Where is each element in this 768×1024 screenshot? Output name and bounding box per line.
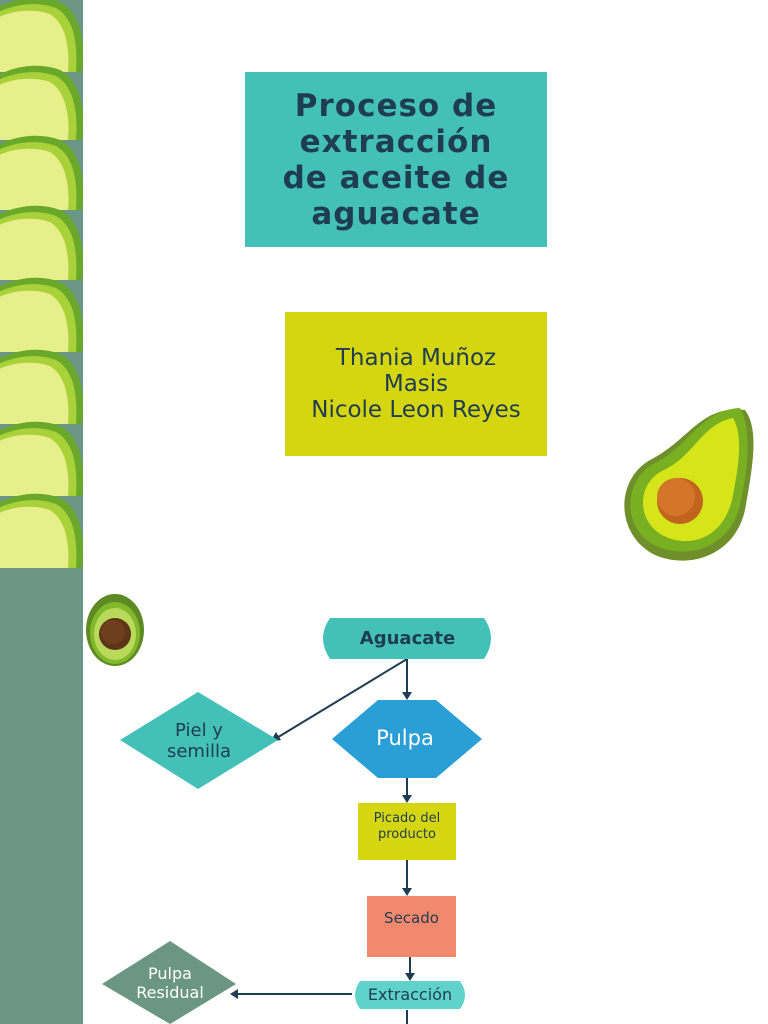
avocado-slice-icon [0,493,83,568]
page-title: Proceso de extracción de aceite de aguac… [282,87,510,232]
authors-box: Thania Muñoz Masis Nicole Leon Reyes [285,312,547,456]
avocado-slice-icon [0,421,83,496]
node-picado: Picado del producto [373,811,441,842]
avocado-slice-icon [0,205,83,280]
avocado-slice-icon [0,277,83,352]
avocado-slice-icon [0,349,83,424]
node-secado: Secado [384,909,439,927]
node-pulpa-residual: Pulpa Residual [136,964,204,1002]
title-box: Proceso de extracción de aceite de aguac… [245,72,547,247]
node-aguacate: Aguacate [359,628,456,649]
avocado-slice-icon [0,65,83,140]
node-piel-semilla: Piel y semilla [166,720,232,762]
sidebar [0,0,83,1024]
node-pulpa: Pulpa [376,726,434,750]
node-extraccion: Extracción [367,984,453,1004]
authors-text: Thania Muñoz Masis Nicole Leon Reyes [311,345,521,423]
avocado-slices-pattern [0,0,83,568]
avocado-slice-icon [0,135,83,210]
avocado-half-icon [624,408,754,561]
avocado-slice-icon [0,0,83,72]
avocado-half-small-icon [86,594,144,666]
